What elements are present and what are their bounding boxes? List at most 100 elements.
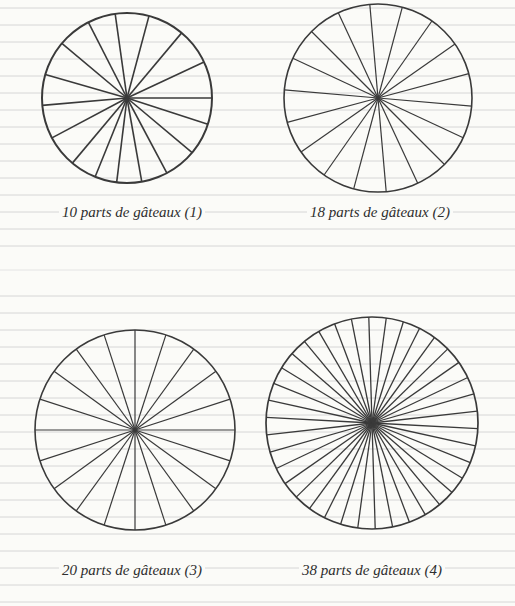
cake-cut (35, 429, 135, 430)
cake-circles (35, 4, 478, 530)
paper-rule (0, 602, 515, 603)
cake-circle (35, 330, 235, 530)
paper-rule (0, 8, 515, 9)
cake-cut (354, 98, 378, 189)
cake-cut (267, 423, 372, 435)
cake-cut (293, 58, 378, 98)
paper-rule (0, 500, 515, 501)
paper-rule (0, 296, 515, 297)
paper-rule (0, 551, 515, 552)
cake-cut (312, 32, 378, 98)
cake-cut (135, 371, 216, 430)
paper-rule (0, 178, 515, 179)
cake-cut (127, 98, 192, 153)
paper-rule (0, 585, 515, 586)
cake-cut (378, 7, 402, 98)
cake-cut (135, 430, 194, 511)
notebook-paper (0, 8, 515, 602)
cake-cut (135, 429, 235, 430)
paper-rule (0, 534, 515, 535)
paper-rule (0, 432, 515, 433)
cake-cut (115, 14, 127, 98)
cake-cut (324, 98, 378, 175)
cake-circle (42, 13, 212, 183)
cake-cut (301, 98, 378, 152)
cake-cut (372, 423, 375, 529)
cake-cut (309, 423, 372, 509)
cake-cut (372, 423, 478, 429)
cake-cut (135, 335, 166, 430)
cake-cut (304, 341, 372, 423)
paper-rule (0, 93, 515, 94)
paper-rule (0, 161, 515, 162)
paper-rule (0, 364, 515, 365)
cake-cut (378, 21, 432, 98)
cake-cut (62, 43, 127, 98)
cake-cut (40, 399, 135, 430)
cake-cut (285, 423, 372, 484)
paper-rule (0, 466, 515, 467)
paper-rule (0, 229, 515, 230)
cake-outline (266, 317, 478, 529)
cake-cut (378, 98, 386, 192)
cake-cut (378, 74, 469, 98)
cake-cut (270, 423, 372, 452)
cake-cut (372, 394, 474, 423)
cake-cut (104, 335, 135, 430)
cake-cut (372, 411, 477, 423)
cake-cut (372, 423, 409, 522)
cake-outline (42, 13, 212, 183)
cake-cut (95, 98, 127, 177)
paper-rule (0, 517, 515, 518)
paper-rule (0, 110, 515, 111)
cake-cut (370, 4, 378, 98)
cake-cut (45, 75, 127, 98)
paper-rule (0, 398, 515, 399)
paper-rule (0, 330, 515, 331)
cake-caption: 10 parts de gâteaux (1) (59, 203, 205, 221)
cake-caption: 18 parts de gâteaux (2) (307, 203, 453, 221)
cake-cut (127, 33, 182, 98)
cake-cut (76, 430, 135, 511)
cake-cut (319, 331, 372, 423)
cake-cut (127, 97, 212, 99)
cake-cut (372, 328, 420, 423)
cake-cut (372, 423, 470, 463)
cake-caption: 38 parts de gâteaux (4) (299, 561, 445, 579)
cake-cut (54, 430, 135, 489)
cake-cut (372, 423, 440, 505)
cake-cut (135, 349, 194, 430)
cake-cut (369, 317, 372, 423)
cake-cut (134, 330, 135, 430)
cake-cut (274, 383, 372, 423)
paper-rule (0, 246, 515, 247)
cake-cut (135, 430, 216, 489)
cake-cut (42, 98, 127, 105)
cake-cut (378, 98, 444, 164)
paper-rule (0, 195, 515, 196)
paper-rule (0, 76, 515, 77)
cake-cut (135, 399, 230, 430)
paper-rule (0, 347, 515, 348)
cake-cut (378, 98, 463, 138)
cake-cut (335, 324, 372, 423)
paper-rule (0, 483, 515, 484)
paper-rule (0, 381, 515, 382)
paper-rule (0, 144, 515, 145)
paper-rule (0, 127, 515, 128)
cake-cut (287, 98, 378, 122)
cake-cut (266, 417, 372, 423)
cake-cut (76, 349, 135, 430)
paper-rule (0, 59, 515, 60)
cake-cut (72, 98, 127, 163)
cake-outline (35, 330, 235, 530)
cake-caption: 20 parts de gâteaux (3) (59, 561, 205, 579)
cake-cut (134, 430, 135, 530)
cake-cut (40, 430, 135, 461)
cake-cut (127, 98, 142, 182)
cake-circle (266, 317, 478, 529)
cake-cut (324, 423, 372, 518)
cake-circle (284, 4, 472, 192)
cake-cut (135, 430, 166, 525)
